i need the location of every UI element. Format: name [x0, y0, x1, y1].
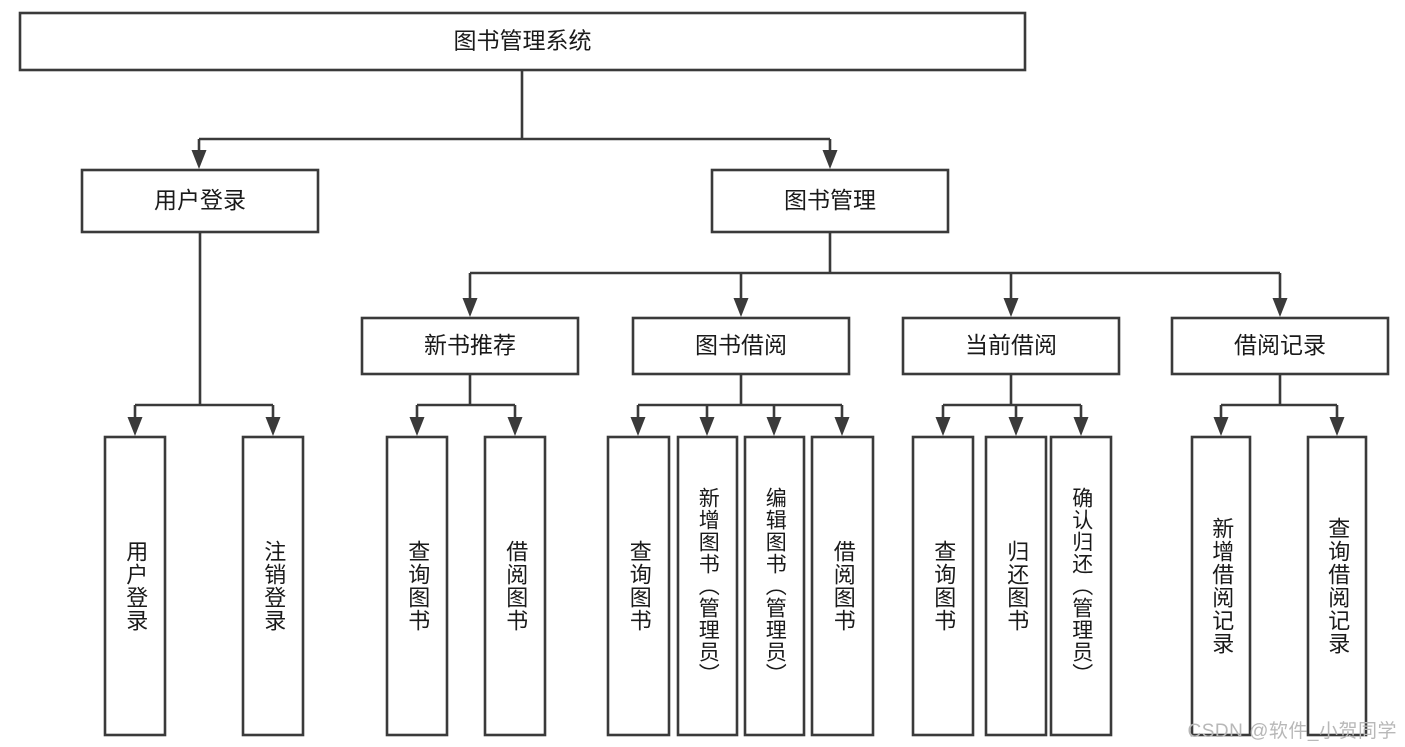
connector-arrow: [822, 139, 838, 169]
leaf-node-leaf-query-book-rec[interactable]: [385, 435, 449, 737]
connector-arrow: [462, 273, 478, 317]
connector-arrow: [733, 273, 749, 317]
node-book-borrow[interactable]: [631, 316, 851, 376]
leaf-node-leaf-borrow-book-rec[interactable]: [483, 435, 547, 737]
connector-arrow: [265, 405, 281, 436]
watermark-text: CSDN @软件_小贺同学: [1187, 721, 1397, 742]
connector-arrow: [1008, 405, 1024, 436]
connector-arrow: [507, 405, 523, 436]
node-label: 新书推荐: [424, 332, 516, 358]
connector-arrow: [834, 405, 850, 436]
node-label: 借阅记录: [1234, 332, 1326, 358]
leaf-node-leaf-return-book[interactable]: [984, 435, 1048, 737]
leaf-node-leaf-edit-book-admin[interactable]: [743, 435, 806, 737]
leaf-node-leaf-borrow-book[interactable]: [810, 435, 875, 737]
leaf-node-leaf-user-login[interactable]: [103, 435, 167, 737]
connector-bus: [943, 374, 1081, 407]
node-label: 图书借阅: [695, 332, 787, 358]
leaf-node-leaf-query-book-borrow[interactable]: [606, 435, 671, 737]
connector-arrow: [1003, 273, 1019, 317]
connector-arrow: [1329, 405, 1345, 436]
leaf-node-leaf-add-book-admin[interactable]: [676, 435, 739, 737]
connector-arrow: [1272, 273, 1288, 317]
node-book-manage[interactable]: [710, 168, 950, 234]
connector-arrow: [127, 405, 143, 436]
node-current-borrow[interactable]: [901, 316, 1121, 376]
connector-bus: [1221, 374, 1337, 407]
node-label: 图书管理: [784, 187, 876, 213]
node-root[interactable]: [18, 11, 1027, 72]
node-borrow-record[interactable]: [1170, 316, 1390, 376]
leaf-node-leaf-confirm-return-admin[interactable]: [1049, 435, 1113, 737]
leaf-node-leaf-logout[interactable]: [241, 435, 305, 737]
node-label: 当前借阅: [965, 332, 1057, 358]
connectors-layer: [127, 70, 1345, 436]
connector-arrow: [766, 405, 782, 436]
node-user-login[interactable]: [80, 168, 320, 234]
node-label: 图书管理系统: [454, 28, 592, 54]
connector-arrow: [630, 405, 646, 436]
connector-bus: [638, 374, 842, 407]
connector-bus: [135, 232, 273, 407]
leaf-node-leaf-add-borrow-record[interactable]: [1190, 435, 1252, 737]
connector-bus: [470, 232, 1280, 275]
leaf-node-leaf-query-book-current[interactable]: [911, 435, 975, 737]
connector-arrow: [1213, 405, 1229, 436]
leaf-node-leaf-query-borrow-record[interactable]: [1306, 435, 1368, 737]
node-new-book-recommend[interactable]: [360, 316, 580, 376]
connector-arrow: [1073, 405, 1089, 436]
node-label: 用户登录: [154, 187, 246, 213]
connector-arrow: [935, 405, 951, 436]
connector-arrow: [191, 139, 207, 169]
connector-bus: [417, 374, 515, 407]
connector-arrow: [699, 405, 715, 436]
connector-arrow: [409, 405, 425, 436]
connector-bus: [199, 70, 830, 141]
